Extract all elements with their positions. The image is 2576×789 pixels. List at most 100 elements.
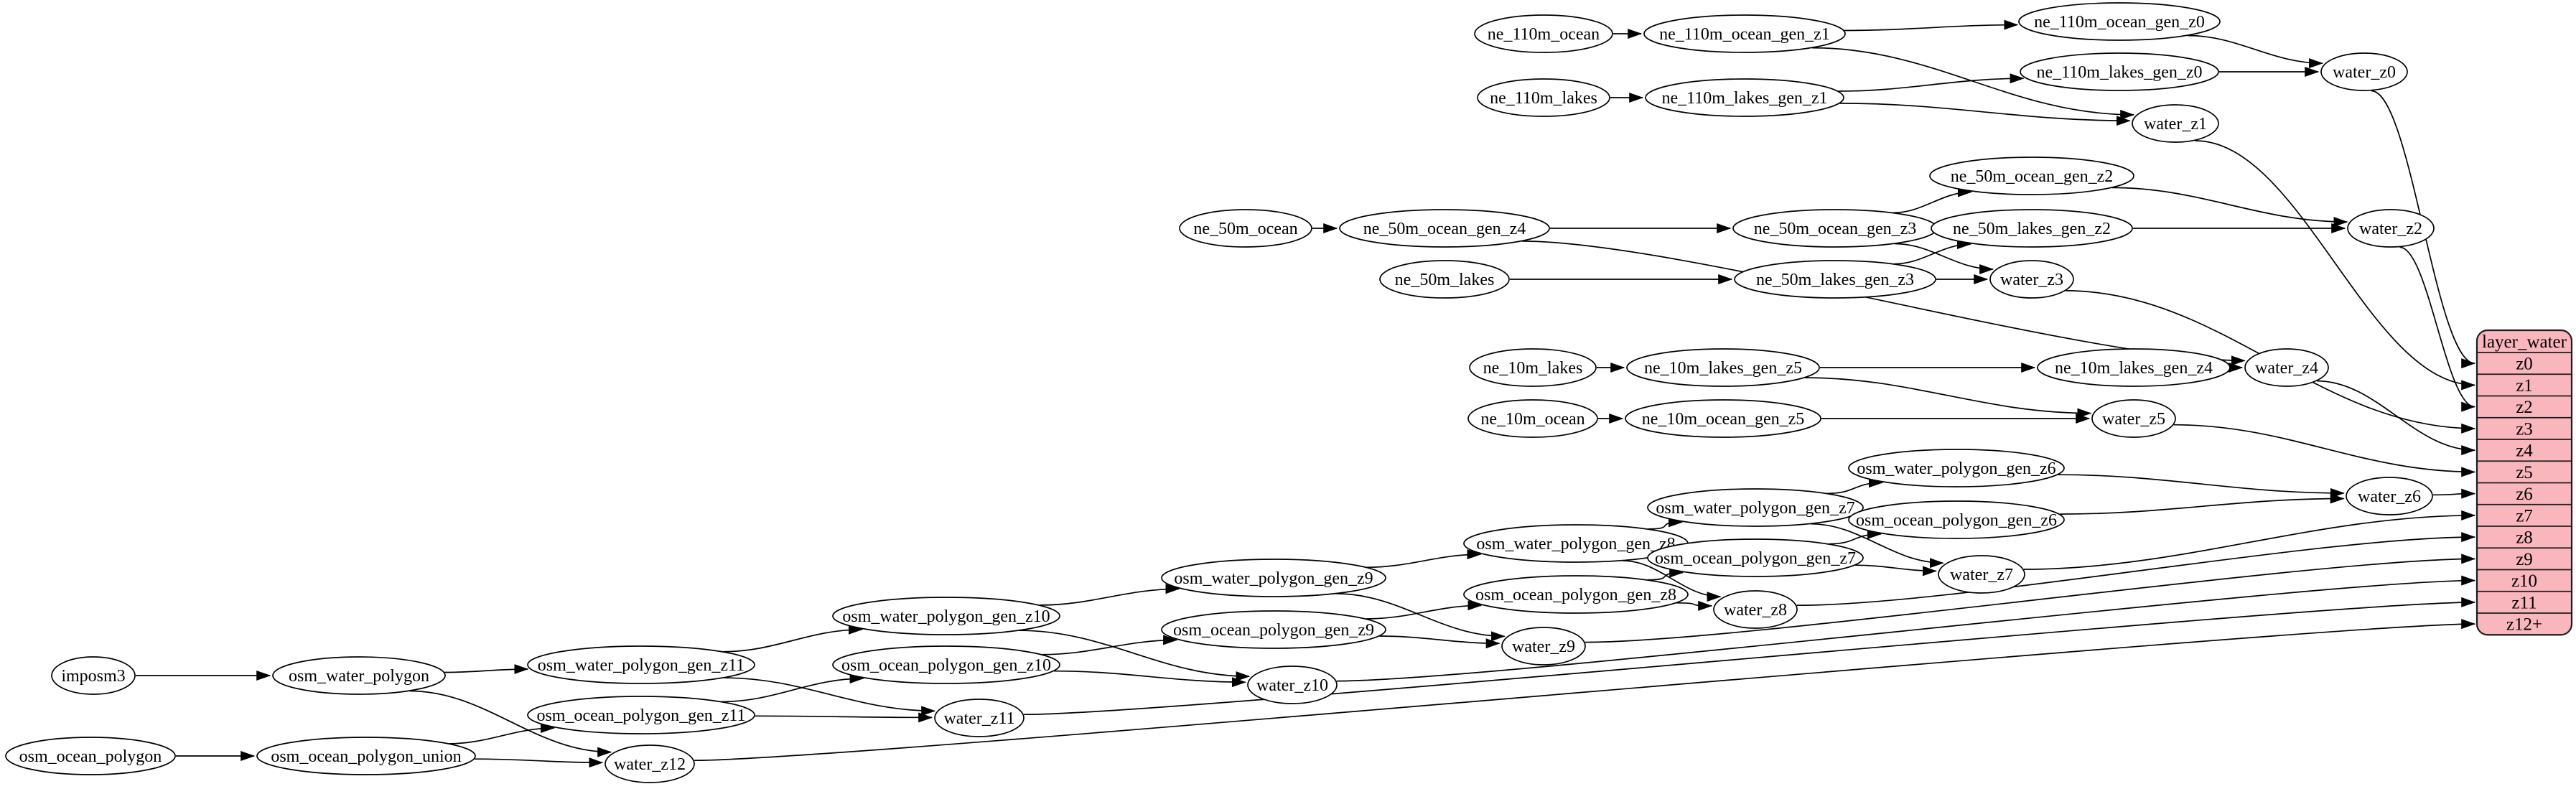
node-ellipse-water_z3: [1989, 260, 2074, 299]
node-label-ne_50m_ocean_gen_z4: ne_50m_ocean_gen_z4: [1363, 220, 1526, 238]
edge-osm_ocean_polygon_gen_z7-osm_ocean_polygon_gen_z6: [1829, 528, 1882, 545]
node-label-water_z7: water_z7: [1950, 566, 2013, 584]
node-water_z9: water_z9: [1501, 627, 1586, 666]
record-row-z3: z3: [2516, 419, 2533, 439]
node-ellipse-osm_water_polygon_gen_z6: [1848, 449, 2065, 487]
node-label-ne_50m_ocean_gen_z3: ne_50m_ocean_gen_z3: [1754, 220, 1917, 238]
record-title: layer_water: [2482, 332, 2567, 352]
node-ellipse-water_z8: [1713, 590, 1798, 629]
node-ne_10m_lakes_gen_z5: ne_10m_lakes_gen_z5: [1626, 348, 1820, 387]
record-row-z12+: z12+: [2506, 615, 2542, 635]
edge-osm_water_polygon_gen_z8-water_z8: [1623, 560, 1722, 602]
node-ne_110m_lakes_gen_z0: ne_110m_lakes_gen_z0: [2020, 52, 2219, 91]
edge-ne_110m_ocean_gen_z1-ne_110m_ocean_gen_z0: [1844, 19, 2019, 32]
node-ellipse-osm_ocean_polygon_union: [256, 737, 476, 775]
node-ellipse-water_z6: [2346, 477, 2433, 515]
node-label-osm_ocean_polygon_union: osm_ocean_polygon_union: [271, 747, 461, 766]
node-water_z11: water_z11: [934, 699, 1025, 737]
node-ellipse-osm_water_polygon: [272, 656, 446, 695]
edge-osm_ocean_polygon_union-osm_ocean_polygon_gen_z11: [449, 723, 556, 744]
edge-osm_water_polygon_gen_z7-water_z7: [1810, 523, 1944, 569]
node-ellipse-ne_10m_ocean: [1467, 399, 1598, 438]
node-ne_10m_lakes_gen_z4: ne_10m_lakes_gen_z4: [2037, 348, 2231, 387]
record-row-z6: z6: [2516, 485, 2533, 504]
edge-osm_water_polygon_gen_z9-osm_water_polygon_gen_z8: [1366, 549, 1482, 569]
edge-osm_water_polygon_gen_z9-water_z9: [1335, 593, 1506, 642]
node-label-water_z4: water_z4: [2255, 359, 2318, 378]
node-ellipse-ne_50m_ocean: [1179, 209, 1312, 248]
record-row-z2: z2: [2516, 398, 2533, 417]
node-label-osm_ocean_polygon_gen_z11: osm_ocean_polygon_gen_z11: [536, 706, 745, 725]
node-water_z5: water_z5: [2091, 399, 2176, 438]
node-label-water_z10: water_z10: [1256, 676, 1328, 695]
edge-water_z6-layer_water.z6: [2432, 488, 2476, 499]
node-osm_water_polygon: osm_water_polygon: [272, 656, 446, 695]
node-label-water_z5: water_z5: [2102, 410, 2165, 429]
node-label-ne_50m_lakes_gen_z3: ne_50m_lakes_gen_z3: [1756, 271, 1914, 289]
node-osm_ocean_polygon_gen_z10: osm_ocean_polygon_gen_z10: [832, 645, 1060, 684]
node-label-water_z12: water_z12: [614, 755, 686, 774]
edge-ne_50m_ocean_gen_z4-water_z4: [1521, 241, 2246, 366]
record-row-z8: z8: [2516, 528, 2533, 548]
node-ne_10m_ocean_gen_z5: ne_10m_ocean_gen_z5: [1625, 399, 1821, 438]
record-row-z4: z4: [2516, 442, 2533, 461]
edge-ne_110m_lakes_gen_z1-ne_110m_lakes_gen_z0: [1838, 73, 2025, 92]
edge-osm_ocean_polygon_gen_z11-water_z11: [755, 712, 933, 723]
edge-ne_10m_lakes_gen_z5-water_z5: [1804, 377, 2092, 419]
edge-osm_water_polygon_gen_z6-water_z6: [2058, 474, 2345, 498]
node-water_z4: water_z4: [2244, 348, 2329, 387]
node-ellipse-water_z0: [2320, 52, 2408, 91]
edge-osm_water_polygon_gen_z11-osm_water_polygon_gen_z10: [723, 624, 864, 653]
edge-osm_water_polygon_gen_z7-osm_water_polygon_gen_z6: [1827, 477, 1884, 495]
node-ellipse-water_z7: [1938, 555, 2025, 594]
node-ne_110m_ocean: ne_110m_ocean: [1474, 14, 1613, 53]
edge-osm_ocean_polygon_gen_z8-water_z8: [1676, 600, 1713, 611]
node-ellipse-osm_ocean_polygon_gen_z9: [1161, 610, 1386, 649]
node-water_z10: water_z10: [1247, 666, 1338, 704]
edge-water_z4-layer_water.z4: [2317, 380, 2476, 456]
node-label-ne_110m_ocean_gen_z0: ne_110m_ocean_gen_z0: [2034, 13, 2205, 32]
node-water_z6: water_z6: [2346, 477, 2433, 515]
node-ellipse-ne_110m_lakes_gen_z0: [2020, 52, 2219, 91]
node-ellipse-water_z1: [2132, 104, 2219, 143]
edge-water_z11-layer_water.z11: [1023, 597, 2476, 716]
node-label-ne_110m_lakes_gen_z0: ne_110m_lakes_gen_z0: [2036, 63, 2202, 82]
edge-osm_water_polygon_gen_z10-water_z10: [1019, 630, 1251, 682]
node-osm_water_polygon_gen_z8: osm_water_polygon_gen_z8: [1463, 524, 1689, 563]
record-layer_water: layer_waterz0z1z2z3z4z5z6z7z8z9z10z11z12…: [2475, 329, 2573, 636]
node-label-ne_10m_lakes_gen_z5: ne_10m_lakes_gen_z5: [1644, 359, 1802, 378]
node-water_z1: water_z1: [2132, 104, 2219, 143]
node-label-water_z8: water_z8: [1724, 601, 1787, 620]
node-ellipse-osm_ocean_polygon: [5, 737, 176, 775]
node-ellipse-ne_50m_ocean_gen_z2: [1929, 157, 2134, 195]
record-row-z1: z1: [2516, 376, 2533, 396]
edge-water_z1-layer_water.z1: [2195, 140, 2476, 391]
edge-water_z2-layer_water.z2: [2399, 246, 2476, 412]
edge-osm_ocean_polygon_gen_z10-osm_ocean_polygon_gen_z9: [1042, 635, 1178, 655]
node-ellipse-ne_10m_lakes_gen_z4: [2037, 348, 2231, 387]
edge-osm_ocean_polygon_gen_z6-water_z6: [2059, 493, 2345, 515]
node-ne_50m_ocean: ne_50m_ocean: [1179, 209, 1312, 248]
node-label-osm_water_polygon_gen_z11: osm_water_polygon_gen_z11: [538, 656, 745, 675]
node-ne_110m_ocean_gen_z1: ne_110m_ocean_gen_z1: [1643, 14, 1846, 53]
node-ne_10m_lakes: ne_10m_lakes: [1469, 348, 1597, 387]
node-label-osm_water_polygon_gen_z8: osm_water_polygon_gen_z8: [1476, 535, 1675, 554]
node-osm_ocean_polygon_gen_z9: osm_ocean_polygon_gen_z9: [1161, 610, 1386, 649]
node-label-water_z3: water_z3: [2000, 271, 2063, 289]
node-ellipse-ne_110m_ocean_gen_z0: [2018, 2, 2221, 41]
edge-ne_110m_lakes_gen_z1-water_z1: [1839, 103, 2131, 126]
node-ellipse-osm_water_polygon_gen_z10: [832, 597, 1060, 635]
node-water_z8: water_z8: [1713, 590, 1798, 629]
edge-osm_ocean_polygon_gen_z9-water_z9: [1379, 635, 1501, 649]
node-label-water_z9: water_z9: [1512, 638, 1575, 656]
record-row-z0: z0: [2516, 355, 2533, 374]
node-ne_110m_lakes: ne_110m_lakes: [1477, 78, 1610, 117]
node-label-osm_water_polygon_gen_z7: osm_water_polygon_gen_z7: [1656, 499, 1854, 518]
edge-osm_water_polygon_gen_z8-osm_water_polygon_gen_z7: [1648, 517, 1684, 530]
node-label-ne_10m_lakes_gen_z4: ne_10m_lakes_gen_z4: [2055, 359, 2213, 378]
node-ellipse-osm_ocean_polygon_gen_z10: [832, 645, 1060, 684]
node-ne_50m_ocean_gen_z4: ne_50m_ocean_gen_z4: [1339, 209, 1550, 248]
edge-osm_water_polygon-osm_water_polygon_gen_z11: [444, 664, 529, 675]
node-ellipse-ne_50m_lakes_gen_z2: [1931, 209, 2133, 248]
node-label-ne_110m_lakes_gen_z1: ne_110m_lakes_gen_z1: [1661, 89, 1827, 108]
